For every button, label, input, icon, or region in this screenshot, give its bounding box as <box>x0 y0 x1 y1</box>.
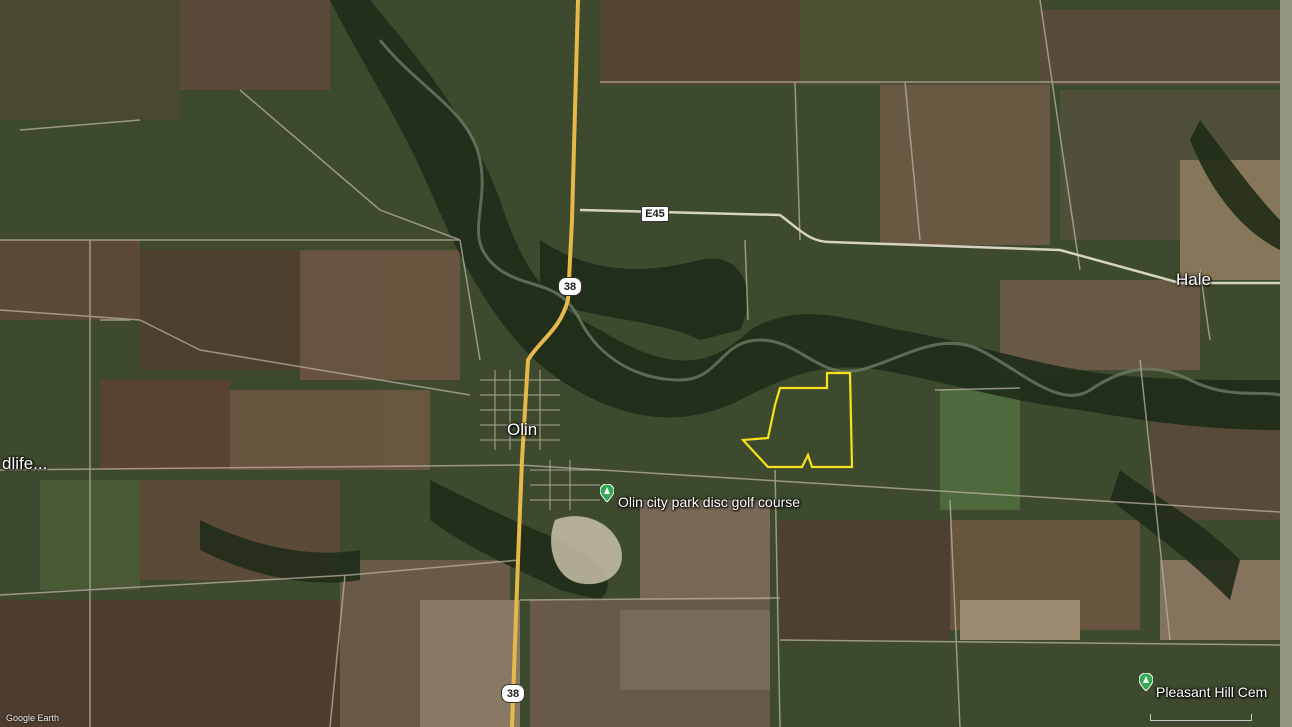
scale-bar <box>1150 714 1252 721</box>
highway-38-shield-south: 38 <box>501 684 525 703</box>
wildlife-area-label-partial[interactable]: dlife... <box>2 454 48 473</box>
disc-golf-course-label[interactable]: Olin city park disc golf course <box>618 494 801 510</box>
hale-town-label[interactable]: Hale <box>1176 270 1211 289</box>
olin-town-label[interactable]: Olin <box>507 420 538 439</box>
highway-38-shield-north: 38 <box>558 277 582 296</box>
pleasant-hill-cemetery-label[interactable]: Pleasant Hill Cem <box>1156 684 1268 700</box>
imagery-credit: Google Earth <box>6 713 60 723</box>
e45-route-shield: E45 <box>641 206 669 222</box>
disc-golf-pin-icon[interactable] <box>600 484 614 502</box>
pleasant-hill-pin-icon[interactable] <box>1139 673 1153 691</box>
